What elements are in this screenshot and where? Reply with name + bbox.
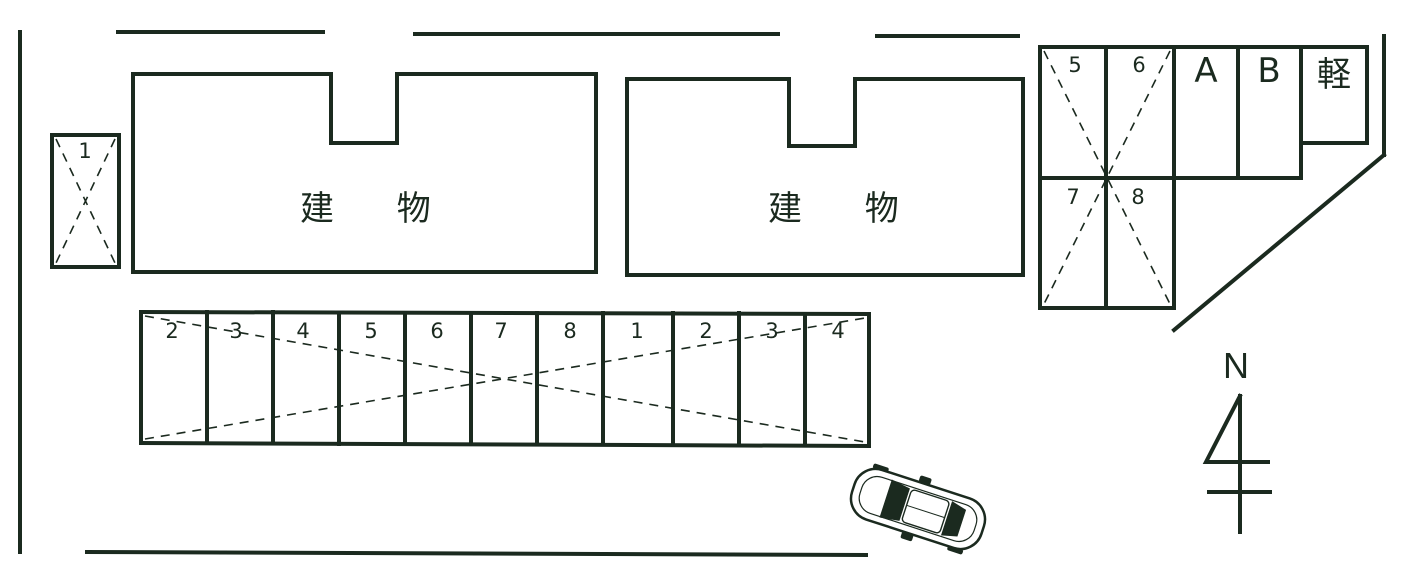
parking-spot-left bbox=[50, 133, 121, 269]
spot-number: 2 bbox=[699, 319, 712, 343]
south-boundary-line bbox=[84, 549, 869, 558]
spot-number: 8 bbox=[563, 319, 576, 343]
spot-letter: A bbox=[1194, 51, 1217, 91]
spot-letter: B bbox=[1257, 51, 1280, 91]
north-arrow-icon bbox=[1202, 393, 1272, 534]
spot-number: 6 bbox=[430, 319, 443, 343]
car-icon bbox=[849, 463, 987, 555]
building-label: 建 物 bbox=[768, 189, 925, 229]
bottom-parking-row: 2 3 4 5 6 7 8 1 2 3 4 bbox=[138, 309, 872, 449]
building-right bbox=[625, 77, 1025, 277]
spot-number: 8 bbox=[1131, 185, 1144, 209]
spot-number: 7 bbox=[1066, 185, 1079, 209]
spot-number: 7 bbox=[494, 319, 507, 343]
spot-number: 1 bbox=[630, 319, 643, 343]
row-dashed-cross bbox=[144, 317, 866, 440]
north-label: N bbox=[1223, 345, 1249, 386]
kei-car-spot-label: 軽 bbox=[1317, 55, 1351, 95]
building-label: 建 物 bbox=[300, 189, 457, 229]
spot-number: 2 bbox=[165, 319, 178, 343]
spot-number: 5 bbox=[1068, 53, 1081, 77]
right-parking-block: 5 6 A B 軽 7 8 bbox=[1038, 45, 1369, 310]
building-left bbox=[131, 72, 598, 274]
spot-number: 5 bbox=[364, 319, 377, 343]
spot-number: 3 bbox=[229, 319, 242, 343]
diagonal-boundary-line bbox=[1171, 152, 1387, 333]
row-top-edge bbox=[138, 309, 872, 317]
row-dashed-cross bbox=[144, 315, 866, 443]
spot-number: 3 bbox=[765, 319, 778, 343]
spot-dashed-cross bbox=[55, 138, 116, 264]
row-bottom-edge bbox=[138, 440, 872, 449]
spot-number: 6 bbox=[1132, 53, 1145, 77]
spot-number: 4 bbox=[831, 319, 844, 343]
spot-number: 1 bbox=[78, 139, 91, 163]
spot-number: 4 bbox=[296, 319, 309, 343]
